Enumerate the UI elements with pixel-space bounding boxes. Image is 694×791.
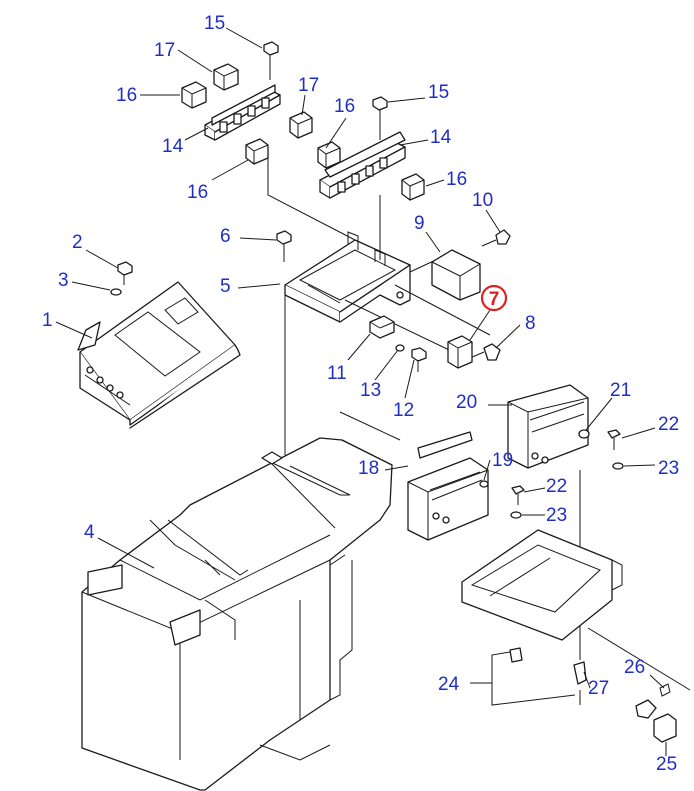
- callout-16[interactable]: 16: [446, 169, 467, 190]
- callout-14[interactable]: 14: [430, 127, 452, 148]
- fuse-box-lower: [407, 431, 489, 541]
- callout-16[interactable]: 16: [187, 182, 208, 203]
- callout-14[interactable]: 14: [162, 136, 184, 157]
- console-frame: [81, 411, 401, 791]
- callout-26[interactable]: 26: [624, 657, 645, 678]
- callout-19[interactable]: 19: [492, 450, 513, 471]
- callout-17[interactable]: 17: [298, 75, 319, 96]
- callout-6[interactable]: 6: [220, 226, 231, 247]
- callout-11[interactable]: 11: [327, 363, 347, 384]
- callout-18[interactable]: 18: [358, 458, 379, 479]
- callout-15[interactable]: 15: [428, 82, 449, 103]
- callout-9[interactable]: 9: [414, 213, 425, 234]
- connectors: [369, 249, 481, 369]
- callout-27[interactable]: 27: [588, 678, 609, 699]
- callout-21[interactable]: 21: [610, 380, 631, 401]
- callout-23[interactable]: 23: [546, 505, 567, 526]
- callout-4[interactable]: 4: [84, 522, 95, 543]
- callout-25[interactable]: 25: [656, 754, 677, 775]
- bolts: [110, 41, 511, 372]
- callout-23[interactable]: 23: [658, 458, 679, 479]
- screws-washers: [479, 429, 624, 519]
- monitor-box: [77, 281, 241, 429]
- callout-2[interactable]: 2: [72, 232, 83, 253]
- relay-bracket-right: [319, 131, 406, 199]
- callout-15[interactable]: 15: [204, 13, 225, 34]
- callouts: 15 17 16 14 16 17 16 15 14 16 10 9 6 5 2…: [42, 13, 679, 775]
- callout-10[interactable]: 10: [472, 190, 493, 211]
- callout-7: 7: [489, 289, 500, 310]
- callout-1[interactable]: 1: [42, 310, 53, 331]
- highlight-ring: [480, 284, 508, 312]
- callout-16[interactable]: 16: [116, 85, 137, 106]
- bracket-tray: [284, 231, 411, 323]
- fuse-box-upper: [507, 384, 589, 469]
- callout-3[interactable]: 3: [58, 270, 69, 291]
- callout-20[interactable]: 20: [456, 392, 477, 413]
- highlighted-callout-7[interactable]: 7: [480, 284, 508, 312]
- callout-22[interactable]: 22: [546, 476, 567, 497]
- callout-16[interactable]: 16: [334, 96, 355, 117]
- callout-22[interactable]: 22: [658, 414, 679, 435]
- relay-boxes: [181, 63, 425, 201]
- callout-5[interactable]: 5: [220, 276, 231, 297]
- callout-12[interactable]: 12: [393, 400, 414, 421]
- callout-13[interactable]: 13: [360, 380, 381, 401]
- relay-bracket-left: [204, 84, 281, 141]
- callout-8[interactable]: 8: [525, 313, 536, 334]
- callout-17[interactable]: 17: [154, 40, 175, 61]
- callout-24[interactable]: 24: [438, 674, 460, 695]
- leader-lines: [55, 27, 667, 756]
- lower-right-bracket: [461, 529, 691, 743]
